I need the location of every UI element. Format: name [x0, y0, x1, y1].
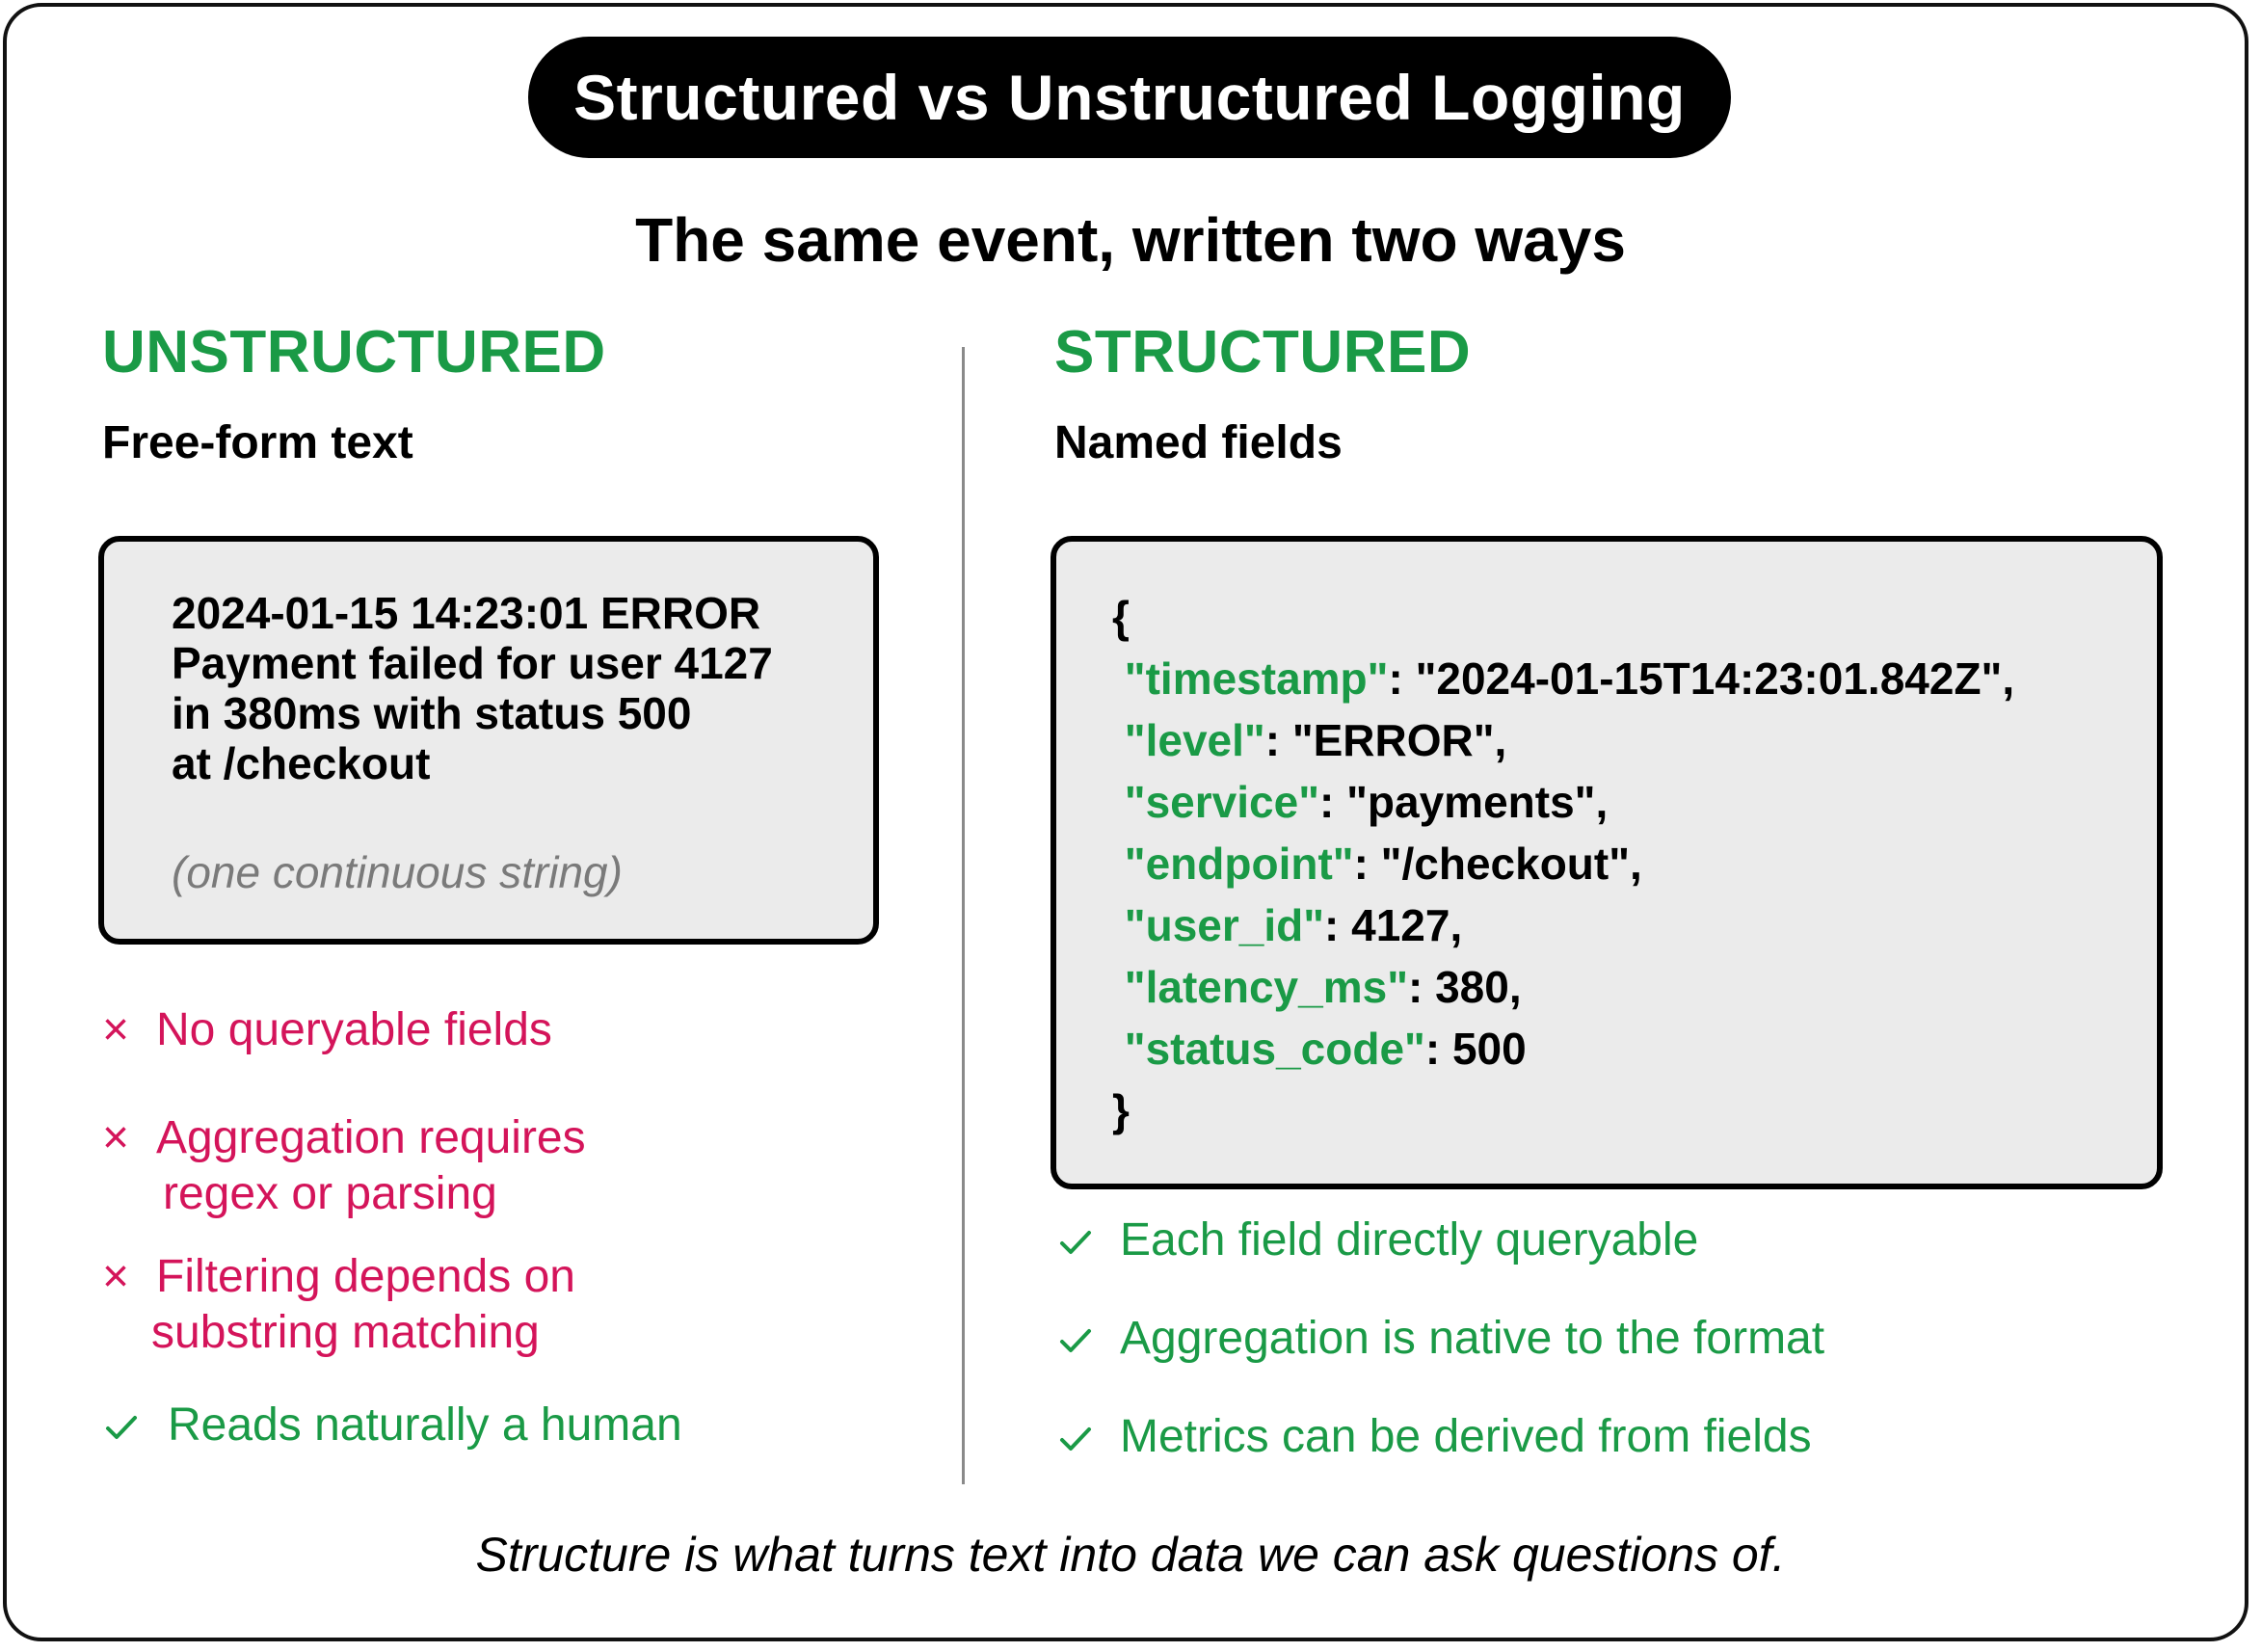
json-field: "status_code": 500 [1112, 1018, 2014, 1079]
json-key: "latency_ms" [1124, 962, 1408, 1012]
json-value: : 4127, [1324, 900, 1463, 950]
unstructured-log-text: 2024-01-15 14:23:01 ERROR Payment failed… [172, 588, 773, 788]
json-key: "level" [1124, 715, 1265, 765]
structured-json-box: { "timestamp": "2024-01-15T14:23:01.842Z… [1051, 536, 2163, 1189]
log-line: 2024-01-15 14:23:01 ERROR [172, 588, 761, 638]
json-open-brace: { [1112, 592, 1130, 642]
x-icon: × [102, 1251, 130, 1302]
unstructured-bullet: Reads naturally a human [102, 1398, 682, 1453]
structured-bullet: Each field directly queryable [1056, 1212, 1698, 1268]
json-value: : "ERROR", [1264, 715, 1507, 765]
structured-heading: STRUCTURED [1054, 319, 1472, 386]
column-divider [962, 347, 965, 1484]
json-field: "timestamp": "2024-01-15T14:23:01.842Z", [1112, 648, 2014, 709]
json-key: "service" [1124, 777, 1319, 827]
json-value: : 500 [1424, 1024, 1527, 1074]
json-field: "endpoint": "/checkout", [1112, 833, 2014, 894]
diagram-title: Structured vs Unstructured Logging [573, 62, 1686, 133]
json-value: : "/checkout", [1353, 839, 1642, 889]
log-line: at /checkout [172, 738, 431, 788]
json-value: : "payments", [1319, 777, 1609, 827]
json-key: "user_id" [1124, 900, 1325, 950]
check-icon [1056, 1409, 1120, 1465]
unstructured-note: (one continuous string) [172, 847, 623, 897]
json-field: "level": "ERROR", [1112, 709, 2014, 771]
structured-subheading: Named fields [1054, 417, 1343, 468]
json-field: "latency_ms": 380, [1112, 956, 2014, 1018]
structured-bullet: Metrics can be derived from fields [1056, 1409, 1812, 1465]
log-line: in 380ms with status 500 [172, 688, 692, 738]
check-icon [1056, 1212, 1120, 1268]
x-icon: × [102, 1112, 130, 1163]
title-pill: Structured vs Unstructured Logging [528, 37, 1731, 158]
json-value: : 380, [1408, 962, 1522, 1012]
check-icon [1056, 1311, 1120, 1367]
diagram-subtitle: The same event, written two ways [635, 205, 1626, 275]
json-object: { "timestamp": "2024-01-15T14:23:01.842Z… [1112, 586, 2014, 1141]
json-field: "service": "payments", [1112, 771, 2014, 833]
unstructured-log-box: 2024-01-15 14:23:01 ERROR Payment failed… [98, 536, 879, 945]
json-close-brace: } [1112, 1085, 1130, 1135]
check-icon [102, 1398, 168, 1453]
unstructured-heading: UNSTRUCTURED [102, 319, 606, 386]
structured-bullet: Aggregation is native to the format [1056, 1311, 1824, 1367]
json-field: "user_id": 4127, [1112, 894, 2014, 956]
json-key: "status_code" [1124, 1024, 1425, 1074]
unstructured-subheading: Free-form text [102, 417, 413, 468]
unstructured-bullet: ×Aggregation requires regex or parsing [102, 1112, 586, 1219]
footer-caption: Structure is what turns text into data w… [475, 1528, 1786, 1582]
json-value: : "2024-01-15T14:23:01.842Z", [1388, 653, 2015, 704]
x-icon: × [102, 1004, 130, 1055]
json-key: "timestamp" [1124, 653, 1389, 704]
unstructured-bullet: ×Filtering depends on substring matching [102, 1251, 575, 1358]
unstructured-bullet: ×No queryable fields [102, 1002, 552, 1058]
json-key: "endpoint" [1124, 839, 1354, 889]
log-line: Payment failed for user 4127 [172, 638, 773, 688]
